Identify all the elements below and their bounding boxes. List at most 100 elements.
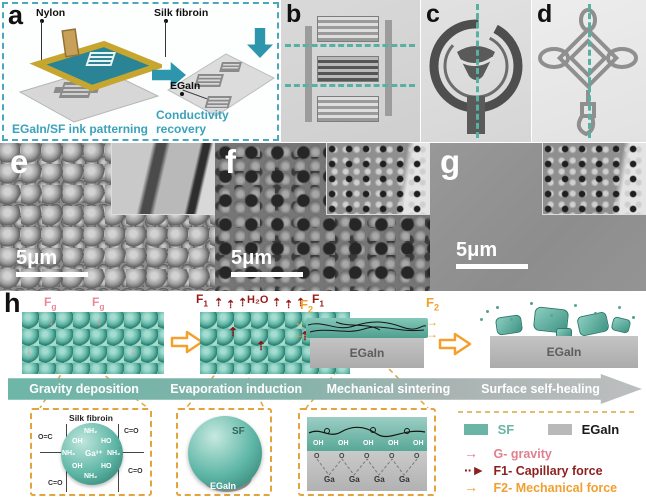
o-4: O	[389, 453, 395, 460]
panel-g-scalebar-text: 5μm	[456, 239, 498, 261]
f2-arrow-left-1: ←	[294, 315, 306, 329]
capillary-arrow-3: ⇡	[300, 330, 310, 342]
knot-pattern	[538, 8, 638, 137]
ga-center: Ga³⁺	[85, 449, 103, 458]
inset-particle: SF EGaIn	[176, 408, 272, 496]
carbonyl-bottom: C=O	[48, 480, 63, 487]
sintered-film	[306, 318, 428, 338]
egain-substrate-sintering: EGaIn	[310, 338, 424, 368]
cut-line-vertical-c	[476, 4, 479, 138]
interface-sf-layer: OH OH OH OH OH	[307, 417, 427, 451]
panel-f-scalebar-text: 5μm	[231, 247, 273, 269]
silk-fibroin-pointer-dot	[164, 19, 168, 23]
caption-conductivity-recovery: Conductivity recovery	[156, 108, 229, 136]
sf-pattern-2	[219, 62, 242, 72]
electrode-middle	[317, 56, 379, 82]
panel-a-label: a	[8, 0, 24, 30]
f2-arrow-right-2: →	[426, 327, 438, 341]
mechanical-arrow-icon: →	[464, 479, 478, 495]
banner-stage-1: Gravity deposition	[29, 382, 139, 396]
panel-f-inset	[326, 143, 430, 215]
ligand-left: NH₂	[62, 450, 76, 457]
inset-interface: OH OH OH OH OH O O O O O Ga Ga Ga Ga	[298, 408, 436, 496]
legend-gravity: → G- gravity	[464, 446, 552, 461]
egain-core-label: EGaIn	[210, 481, 237, 491]
evap-arrow-5: ⇡	[284, 299, 294, 311]
inset-molecule-title: Silk fibroin	[69, 413, 113, 423]
electrode-rail-right	[385, 20, 392, 116]
egain-pointer-dot	[180, 92, 184, 96]
o-3: O	[364, 453, 370, 460]
h2o-label: H₂O	[247, 294, 269, 306]
panel-c-label: c	[426, 0, 440, 28]
panel-d-label: d	[537, 0, 553, 28]
gravity-arrow-4: ↓	[130, 343, 136, 357]
interface-egain-layer: O O O O O Ga Ga Ga Ga	[307, 451, 427, 491]
ligand-lr: HO	[101, 463, 112, 470]
healing-particle-dots	[486, 310, 489, 313]
legend-material-egain: EGaIn	[548, 422, 619, 437]
evap-arrow-4: ⇡	[272, 297, 282, 309]
legend-material-sf: SF	[464, 422, 514, 437]
mechanical-label: F2- Mechanical force	[493, 481, 618, 495]
egain-substrate-sintering-text: EGaIn	[349, 346, 385, 360]
oh-4: OH	[388, 440, 399, 447]
o-2: O	[339, 453, 345, 460]
egain-swatch	[548, 424, 572, 435]
panel-f-scalebar: 5μm	[231, 248, 303, 277]
banner-stage-2: Evaporation induction	[170, 382, 303, 396]
evap-arrow-6: ⇡	[296, 297, 306, 309]
gravity-arrow-1: ↓	[48, 313, 55, 328]
panel-a-schematic: a Nylon Silk fibroin	[2, 0, 279, 141]
capillary-label: F1- Capillary force	[493, 464, 603, 478]
electrode-rail-left	[305, 26, 312, 122]
egain-substrate-healing: EGaIn	[490, 336, 638, 368]
force-f1-label-2: F1	[312, 292, 325, 309]
oh-1: OH	[313, 440, 324, 447]
oh-2: OH	[338, 440, 349, 447]
panel-e-sem: e 5μm	[0, 143, 215, 291]
interface-bonds	[316, 458, 418, 476]
carbonyl-left: O=C	[38, 434, 53, 441]
panel-h-label: h	[4, 288, 21, 318]
evap-arrow-2: ⇡	[226, 299, 236, 311]
oh-5: OH	[413, 440, 424, 447]
screen-pattern	[85, 52, 116, 66]
silk-fibroin-pointer-line	[165, 21, 166, 57]
sf-shell-label: SF	[232, 426, 245, 437]
panel-g-label: g	[440, 143, 461, 180]
sf-pattern-3	[204, 96, 232, 108]
sf-swatch	[464, 424, 488, 435]
egain-substrate-healing-text: EGaIn	[546, 345, 582, 359]
electrode-top	[317, 16, 379, 42]
healing-fragment-1	[494, 314, 524, 336]
squeegee	[61, 28, 80, 58]
inset-molecule: Silk fibroin O=C C=O C=O C=O NH₂ OH HO N…	[30, 408, 152, 496]
gravity-label: G- gravity	[493, 447, 552, 461]
sf-shell: SF	[188, 416, 262, 490]
sf-swatch-label: SF	[497, 422, 515, 437]
sf-pattern-1	[194, 74, 224, 87]
gravity-arrow-icon: →	[464, 445, 478, 461]
panel-f-label: f	[225, 143, 236, 180]
f2-arrow-right-1: →	[426, 315, 438, 329]
force-fg-label-1: Fg	[44, 295, 57, 312]
capillary-arrow-1: ⇡	[228, 325, 239, 339]
silk-fibroin-label: Silk fibroin	[154, 7, 209, 19]
panel-b-photo: b	[281, 0, 420, 142]
sphere-lattice-gravity	[22, 312, 164, 374]
legend: SF EGaIn → G- gravity ··► F1- Capillary …	[452, 412, 644, 496]
panel-e-scalebar-text: 5μm	[16, 247, 58, 269]
panel-f-sem: f 5μm	[215, 143, 430, 291]
recovered-patterns-illustration	[167, 53, 276, 117]
capillary-arrow-2: ⇡	[256, 339, 267, 353]
ga-sphere: NH₂ OH HO NH₂ NH₂ OH HO NH₂ Ga³⁺	[61, 423, 123, 485]
panel-g-scalebar-line	[456, 264, 528, 269]
ligand-top: NH₂	[84, 428, 98, 435]
ga-3: Ga	[374, 475, 385, 484]
gravity-arrow-2: ↓	[96, 313, 103, 328]
panel-d-photo: d	[532, 0, 646, 142]
capillary-arrow-icon: ··►	[464, 462, 485, 478]
panel-e-scalebar: 5μm	[16, 248, 88, 277]
ligand-ll: OH	[72, 463, 83, 470]
